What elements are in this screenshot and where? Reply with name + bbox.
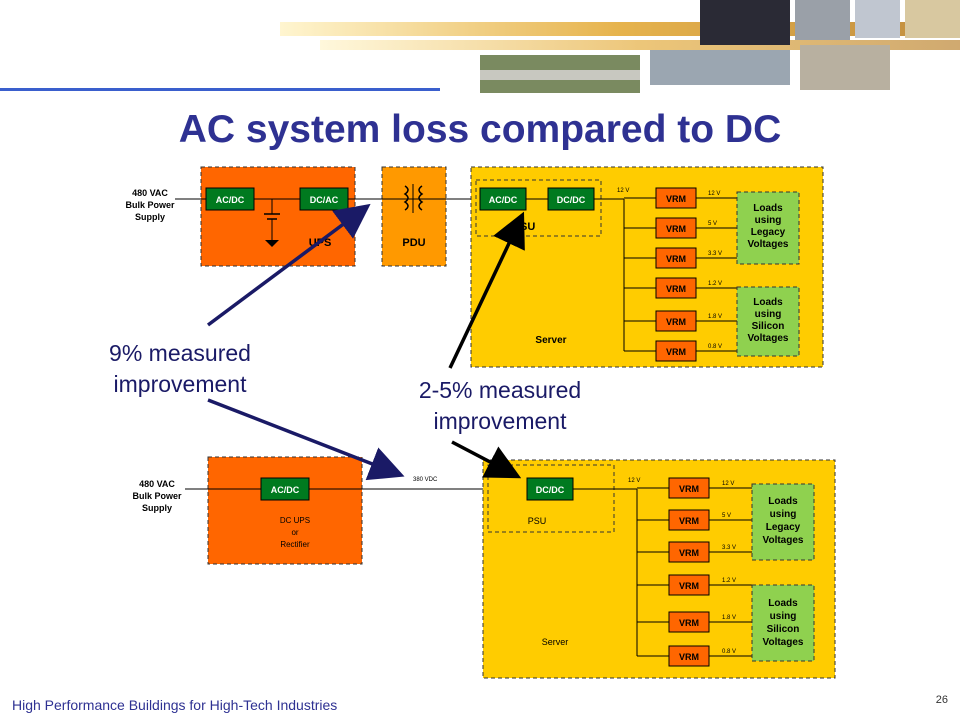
svg-text:Voltages: Voltages [763,535,804,546]
dc-improvement-line-1: 2-5% measured [418,377,582,403]
svg-text:DC UPS: DC UPS [280,516,310,525]
svg-text:1.2 V: 1.2 V [722,578,736,584]
ac-improvement-callout: 9% measured improvement [80,338,280,400]
svg-text:Legacy: Legacy [766,522,801,533]
svg-text:VRM: VRM [666,284,686,294]
svg-text:using: using [770,509,797,520]
svg-text:using: using [770,611,797,622]
svg-text:VRM: VRM [679,548,699,558]
dc-supply-label-3: Supply [142,503,172,513]
ac-server-label: Server [535,335,566,346]
svg-text:5 V: 5 V [722,513,731,519]
ac-pdu-label: PDU [402,237,425,249]
dc-supply-label-2: Bulk Power [132,491,182,501]
svg-text:5 V: 5 V [708,221,717,227]
svg-text:VRM: VRM [679,516,699,526]
svg-text:Loads: Loads [753,297,783,308]
arrow-to-ac-pdu [206,203,371,327]
page-number: 26 [935,694,948,706]
svg-text:Legacy: Legacy [751,227,786,238]
ac-pdu-block [381,166,447,267]
svg-text:using: using [755,215,782,226]
svg-text:VRM: VRM [679,484,699,494]
header-banner [280,0,960,100]
svg-text:VRM: VRM [666,194,686,204]
svg-text:AC/DC: AC/DC [216,195,245,205]
svg-text:using: using [755,309,782,320]
dc-system: 480 VAC Bulk Power Supply AC/DC DC UPS o… [132,456,836,679]
svg-text:1.8 V: 1.8 V [722,615,736,621]
ac-supply-label-2: Bulk Power [125,200,175,210]
arrow-to-dc-psu [451,440,522,479]
dc-psu-block [487,464,615,533]
dc-server-label: Server [542,637,569,647]
dc-improvement-line-2: improvement [433,408,567,434]
ac-loads-legacy [736,191,800,265]
slide-title: AC system loss compared to DC [178,108,782,151]
svg-text:Silicon: Silicon [767,624,800,635]
svg-text:Voltages: Voltages [748,239,789,250]
svg-text:DC/DC: DC/DC [536,485,565,495]
title-rule [0,88,440,91]
dc-ups-block [207,456,363,565]
dc-improvement-callout: 2-5% measured improvement [385,375,615,437]
svg-text:1.2 V: 1.2 V [708,281,722,287]
header-collage-image [280,0,960,93]
arrow-to-ac-psu [448,211,525,369]
ac-supply-label-1: 480 VAC [132,188,168,198]
footer-text: High Performance Buildings for High-Tech… [12,697,338,713]
ac-loads-silicon [736,286,800,357]
dc-vrm-list: VRM VRM VRM VRM VRM VRM 12 V 5 V 3.3 V 1… [637,477,752,667]
svg-text:12 V: 12 V [722,481,734,487]
svg-text:Silicon: Silicon [752,321,785,332]
ac-vrm-list: VRM VRM VRM VRM VRM VRM 12 V 5 V 3.3 V 1… [624,187,737,362]
ac-supply-label-3: Supply [135,212,165,222]
svg-text:Loads: Loads [768,598,798,609]
svg-text:or: or [291,528,298,537]
svg-text:Loads: Loads [768,496,798,507]
svg-text:AC/DC: AC/DC [489,195,518,205]
arrow-to-dc-bus [207,398,405,481]
dc-supply-label-1: 480 VAC [139,479,175,489]
ac-improvement-line-1: 9% measured [109,340,251,366]
ac-ups-block [200,166,356,267]
svg-text:12 V: 12 V [708,191,720,197]
svg-text:380 VDC: 380 VDC [413,477,438,483]
svg-text:Loads: Loads [753,203,783,214]
ac-system: 480 VAC Bulk Power Supply AC/DC DC/AC UP… [125,166,824,368]
svg-text:VRM: VRM [679,618,699,628]
ac-improvement-line-2: improvement [113,371,247,397]
dc-loads-legacy [751,483,815,561]
svg-text:VRM: VRM [666,224,686,234]
svg-text:3.3 V: 3.3 V [708,251,722,257]
svg-text:VRM: VRM [666,347,686,357]
svg-text:Voltages: Voltages [763,637,804,648]
svg-text:0.8 V: 0.8 V [708,344,722,350]
svg-text:VRM: VRM [679,652,699,662]
svg-text:DC/AC: DC/AC [310,195,339,205]
svg-text:3.3 V: 3.3 V [722,545,736,551]
svg-text:VRM: VRM [666,317,686,327]
svg-text:0.8 V: 0.8 V [722,649,736,655]
svg-text:12 V: 12 V [617,188,629,194]
svg-text:DC/DC: DC/DC [557,195,586,205]
dc-loads-silicon [751,584,815,662]
svg-text:VRM: VRM [679,581,699,591]
svg-text:Rectifier: Rectifier [280,540,310,549]
dc-psu-label: PSU [528,516,547,526]
svg-text:Voltages: Voltages [748,333,789,344]
svg-text:VRM: VRM [666,254,686,264]
svg-text:1.8 V: 1.8 V [708,314,722,320]
svg-text:12 V: 12 V [628,478,640,484]
svg-text:AC/DC: AC/DC [271,485,300,495]
